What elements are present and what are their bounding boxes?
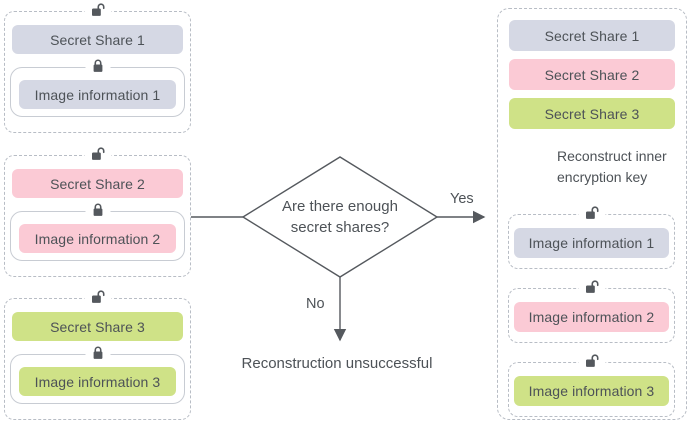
reconstructed-secret-share-3-box: Secret Share 3 xyxy=(509,98,675,129)
closed-lock-icon xyxy=(85,58,110,73)
reconstruct-key-label-line1: Reconstruct inner xyxy=(557,148,667,164)
open-lock-icon xyxy=(578,353,605,368)
closed-lock-icon xyxy=(85,202,110,217)
open-lock-icon xyxy=(578,279,605,294)
open-lock-icon xyxy=(84,289,111,304)
decrypted-image-information-1-box: Image information 1 xyxy=(514,228,669,258)
open-lock-icon xyxy=(578,205,605,220)
decision-question: Are there enough secret shares? xyxy=(255,196,425,238)
decrypted-image-information-3-box: Image information 3 xyxy=(514,376,669,406)
share-group-1: Secret Share 1 Image information 1 xyxy=(4,2,191,133)
open-lock-icon xyxy=(84,2,111,17)
decision-question-line1: Are there enough xyxy=(282,198,398,215)
image-information-3-box: Image information 3 xyxy=(19,367,176,396)
decision-question-line2: secret shares? xyxy=(290,219,390,236)
decrypted-group-1: Image information 1 xyxy=(508,205,675,269)
secret-share-3-box: Secret Share 3 xyxy=(12,312,183,341)
no-label: No xyxy=(306,296,325,312)
reconstruction-panel: Secret Share 1 Secret Share 2 Secret Sha… xyxy=(497,8,687,420)
decrypted-group-2: Image information 2 xyxy=(508,279,675,343)
encrypted-image-container-1: Image information 1 xyxy=(10,58,185,117)
decrypted-image-information-2-box: Image information 2 xyxy=(514,302,669,332)
image-information-2-box: Image information 2 xyxy=(19,224,176,253)
closed-lock-icon xyxy=(85,345,110,360)
reconstruct-key-label-line2: encryption key xyxy=(557,169,648,185)
failure-label: Reconstruction unsuccessful xyxy=(241,355,433,372)
share-group-3: Secret Share 3 Image information 3 xyxy=(4,289,191,420)
secret-share-1-box: Secret Share 1 xyxy=(12,25,183,54)
yes-label: Yes xyxy=(450,191,474,207)
reconstruct-key-label: Reconstruct inner encryption key xyxy=(557,146,667,188)
decrypted-group-3: Image information 3 xyxy=(508,353,675,417)
image-information-1-box: Image information 1 xyxy=(19,80,176,109)
encrypted-image-container-3: Image information 3 xyxy=(10,345,185,404)
reconstructed-secret-share-2-box: Secret Share 2 xyxy=(509,59,675,90)
open-lock-icon xyxy=(84,146,111,161)
reconstructed-secret-share-1-box: Secret Share 1 xyxy=(509,20,675,51)
secret-share-2-box: Secret Share 2 xyxy=(12,169,183,198)
share-group-2: Secret Share 2 Image information 2 xyxy=(4,146,191,277)
encrypted-image-container-2: Image information 2 xyxy=(10,202,185,261)
